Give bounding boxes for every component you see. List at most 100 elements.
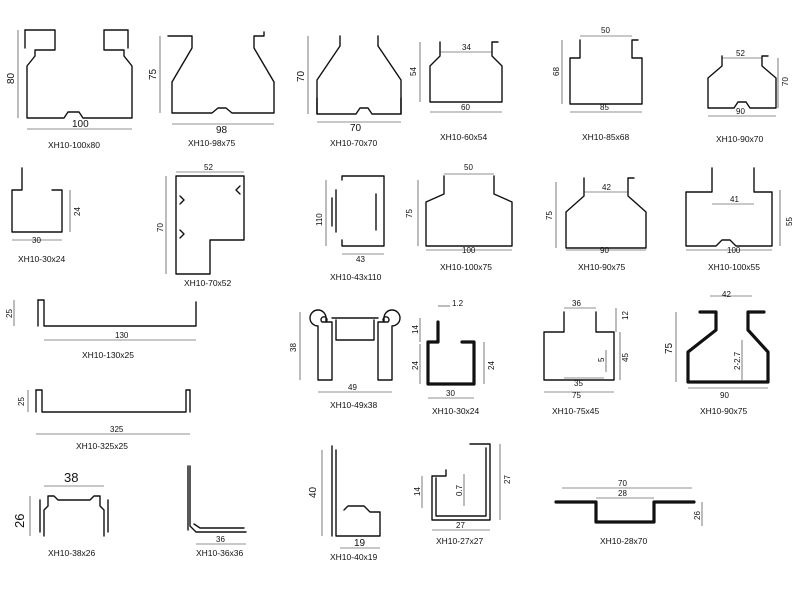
profile-xh10-30x24-bold: 1.2 14 24 24 30 XH10-30x24 [411, 299, 496, 416]
profile-label: XH10-60x54 [440, 132, 488, 142]
dimension-height: 25 [5, 309, 14, 318]
profile-label: XH10-36x36 [196, 548, 244, 558]
dimension-height: 24 [73, 207, 82, 216]
dimension-height: 54 [409, 67, 418, 76]
profile-xh10-90x70: 52 70 90 XH10-90x70 [707, 49, 790, 144]
profile-xh10-98x75: 75 98 XH10-98x75 [148, 31, 275, 148]
dimension-width: 43 [356, 255, 365, 264]
profile-label: XH10-30x24 [18, 254, 66, 264]
dimension-top: 52 [204, 163, 213, 172]
profile-xh10-100x55: 41 55 100 XH10-100x55 [685, 167, 794, 272]
profile-label: XH10-325x25 [76, 441, 128, 451]
profile-lip [39, 499, 109, 533]
profile-label: XH10-40x19 [330, 552, 378, 562]
profile-outline [316, 35, 402, 115]
dimension-height-left: 24 [411, 361, 420, 370]
profile-label: XH10-38x26 [48, 548, 96, 558]
dimension-height: 68 [552, 67, 561, 76]
dimension-width: 30 [32, 236, 41, 245]
profile-xh10-90x75-bold: 42 75 2-2.7 90 XH10-90x75 [664, 290, 770, 416]
dimension-offset: 5 [597, 357, 606, 362]
profile-outline [431, 443, 491, 521]
profile-xh10-60x54: 34 54 60 XH10-60x54 [409, 41, 503, 142]
dimension-height: 27 [503, 475, 512, 484]
dimension-thickness: 2-2.7 [733, 351, 742, 370]
profile-xh10-75x45: 36 12 45 5 35 75 XH10-75x45 [543, 299, 630, 416]
profile-outline [707, 55, 777, 109]
profile-outline [335, 449, 381, 537]
profile-xh10-70x52: 52 70 XH10-70x52 [156, 163, 245, 288]
profile-label: XH10-43x110 [330, 272, 382, 282]
dimension-width: 85 [600, 103, 609, 112]
profile-xh10-38x26: 38 26 XH10-38x26 [12, 470, 109, 558]
dimension-width: 90 [600, 246, 609, 255]
profile-outline [175, 175, 245, 275]
dimension-top: 42 [602, 183, 611, 192]
dimension-height: 70 [781, 77, 790, 86]
profile-label: XH10-70x70 [330, 138, 378, 148]
dimension-width: 38 [64, 470, 78, 485]
dimension-top: 50 [601, 26, 610, 35]
dimension-height-right: 24 [487, 361, 496, 370]
profile-label: XH10-70x52 [184, 278, 232, 288]
profile-label: XH10-100x75 [440, 262, 492, 272]
dimension-top: 52 [736, 49, 745, 58]
dimension-height: 40 [308, 486, 319, 498]
dimension-height: 55 [785, 217, 794, 226]
profile-xh10-100x75: 50 75 100 XH10-100x75 [405, 163, 513, 272]
dimension-inner: 28 [618, 489, 627, 498]
dimension-height: 70 [156, 223, 165, 232]
profile-web [335, 319, 375, 341]
dimension-height: 26 [693, 511, 702, 520]
profile-lip [35, 389, 191, 413]
profile-label: XH10-100x80 [48, 140, 100, 150]
profile-label: XH10-27x27 [436, 536, 484, 546]
profile-lip [316, 97, 402, 115]
dimension-thickness: 0.7 [455, 484, 464, 496]
profile-label: XH10-85x68 [582, 132, 630, 142]
dimension-width: 100 [462, 246, 476, 255]
dimension-width: 100 [72, 119, 89, 130]
dimension-lip: 12 [621, 311, 630, 320]
dimension-top: 34 [462, 43, 471, 52]
profile-outline [429, 41, 503, 103]
dimension-width: 90 [736, 107, 745, 116]
profile-outline [37, 299, 197, 327]
profile-label: XH10-90x75 [700, 406, 748, 416]
profile-outline [341, 175, 385, 247]
profile-xh10-90x75: 42 75 90 XH10-90x75 [545, 177, 647, 272]
dimension-height: 45 [621, 353, 630, 362]
profile-label: XH10-28x70 [600, 536, 648, 546]
profile-lip [331, 189, 337, 233]
dimension-inner: 35 [574, 379, 583, 388]
profile-outline [554, 500, 696, 524]
dimension-width: 27 [456, 521, 465, 530]
dimension-height: 75 [148, 68, 159, 80]
profile-xh10-36x36: 36 XH10-36x36 [187, 465, 247, 558]
dimension-height: 70 [296, 70, 307, 82]
profile-label: XH10-100x55 [708, 262, 760, 272]
profile-lip [187, 465, 245, 531]
dimension-thickness: 1.2 [452, 299, 464, 308]
profile-outline [426, 320, 476, 386]
dimension-top: 42 [722, 290, 731, 299]
profile-inner [435, 447, 487, 517]
profile-xh10-85x68: 50 68 85 XH10-85x68 [552, 26, 643, 142]
profile-outline [569, 39, 643, 105]
dimension-width: 49 [348, 383, 357, 392]
profile-outline [35, 389, 191, 413]
profile-outline [425, 175, 513, 247]
dimension-lip: 14 [411, 325, 420, 334]
dimension-height: 75 [405, 209, 414, 218]
profile-xh10-28x70: 70 28 26 XH10-28x70 [554, 479, 703, 546]
dimension-width: 75 [572, 391, 581, 400]
dimension-top: 50 [464, 163, 473, 172]
dimension-top: 41 [730, 195, 739, 204]
dimension-height: 75 [545, 211, 554, 220]
profile-outline [43, 495, 105, 537]
profile-outline [309, 309, 401, 381]
dimension-width: 60 [461, 103, 470, 112]
profile-xh10-49x38: 38 49 XH10-49x38 [289, 309, 401, 410]
dimension-height: 110 [315, 213, 324, 226]
